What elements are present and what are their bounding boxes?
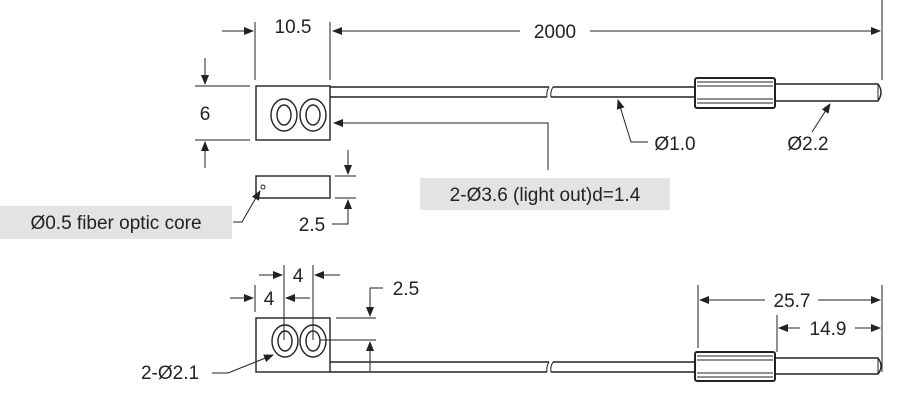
- sensor-head-side: [255, 175, 331, 199]
- tip-length-dim-label: 14.9: [810, 319, 847, 340]
- height-dim-label: 6: [200, 104, 211, 125]
- tip-tube: [775, 83, 882, 102]
- knurled-sleeve-bottom: [694, 351, 776, 382]
- fiber-diameter-label: Ø1.0: [654, 134, 695, 155]
- fiber-cable-bottom: [330, 361, 695, 373]
- tube-diameter-label: Ø2.2: [787, 134, 828, 155]
- fiber-cable: [330, 86, 695, 98]
- hole-label: 2-Ø2.1: [141, 363, 199, 384]
- tip-tube-bottom: [775, 357, 882, 375]
- sensor-head-bottom: [255, 317, 331, 373]
- sleeve-length-dim-label: 25.7: [774, 291, 811, 312]
- sensor-head-front: [255, 85, 331, 141]
- vertical-offset-dim-label: 2.5: [393, 279, 419, 300]
- light-out-holes: [270, 98, 327, 132]
- light-out-label: 2-Ø3.6 (light out)d=1.4: [450, 185, 641, 206]
- knurled-sleeve: [694, 77, 776, 109]
- top-view: 10.5 2000 6 2-Ø3.6 (light out)d=1.4 Ø0.5…: [0, 0, 883, 239]
- edge-dim-label: 4: [264, 289, 275, 310]
- width-dim-label: 10.5: [275, 17, 312, 38]
- pitch-dim-label: 4: [293, 266, 304, 287]
- thickness-dim-label: 2.5: [299, 215, 325, 236]
- bottom-view: 4 4 2.5 2-Ø2.1 25.7 14.9: [141, 265, 883, 384]
- mount-holes: [271, 324, 327, 358]
- length-dim-label: 2000: [534, 22, 576, 43]
- core-label: Ø0.5 fiber optic core: [30, 213, 201, 234]
